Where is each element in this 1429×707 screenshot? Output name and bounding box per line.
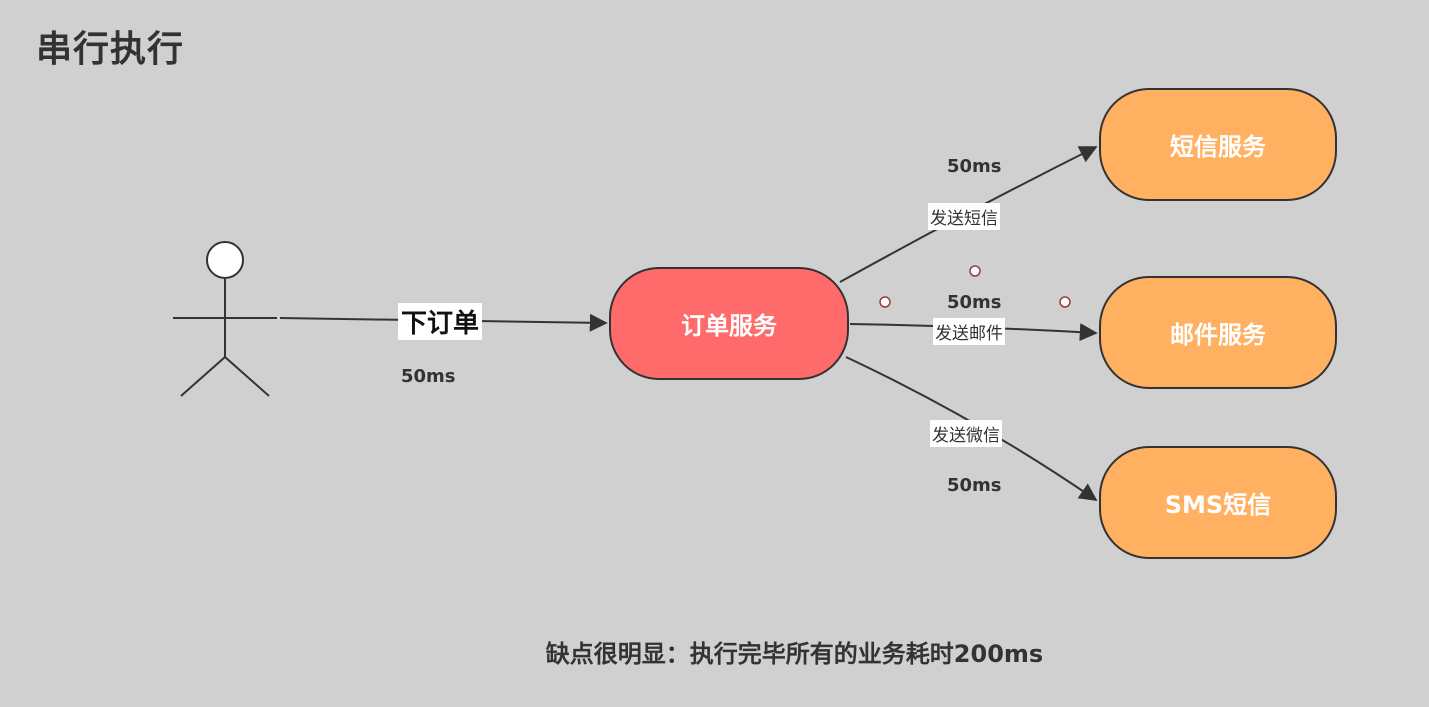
user-actor-icon	[173, 241, 277, 397]
edge-time-send-email: 50ms	[947, 292, 1002, 313]
footer-note: 缺点很明显：执行完毕所有的业务耗时200ms	[545, 640, 1044, 668]
edge-label-place-order: 下订单	[398, 303, 483, 340]
edge-label-send-wechat: 发送微信	[930, 420, 1002, 447]
page-title: 串行执行	[36, 29, 185, 70]
order-service-node[interactable]: 订单服务	[609, 267, 849, 380]
order-service-label: 订单服务	[681, 312, 777, 340]
sms-text-service-node[interactable]: SMS短信	[1099, 446, 1337, 559]
email-service-node[interactable]: 邮件服务	[1099, 276, 1337, 389]
edge-time-send-wechat: 50ms	[947, 475, 1002, 496]
sms-service-label: 短信服务	[1170, 133, 1266, 161]
edge-time-send-sms: 50ms	[947, 156, 1002, 177]
edge-label-send-email[interactable]: 发送邮件	[933, 318, 1005, 345]
email-service-label: 邮件服务	[1170, 321, 1266, 349]
edge-label-send-sms: 发送短信	[928, 203, 1000, 230]
sms-text-service-label: SMS短信	[1164, 491, 1272, 519]
edge-time-place-order: 50ms	[401, 366, 456, 387]
sms-service-node[interactable]: 短信服务	[1099, 88, 1337, 201]
